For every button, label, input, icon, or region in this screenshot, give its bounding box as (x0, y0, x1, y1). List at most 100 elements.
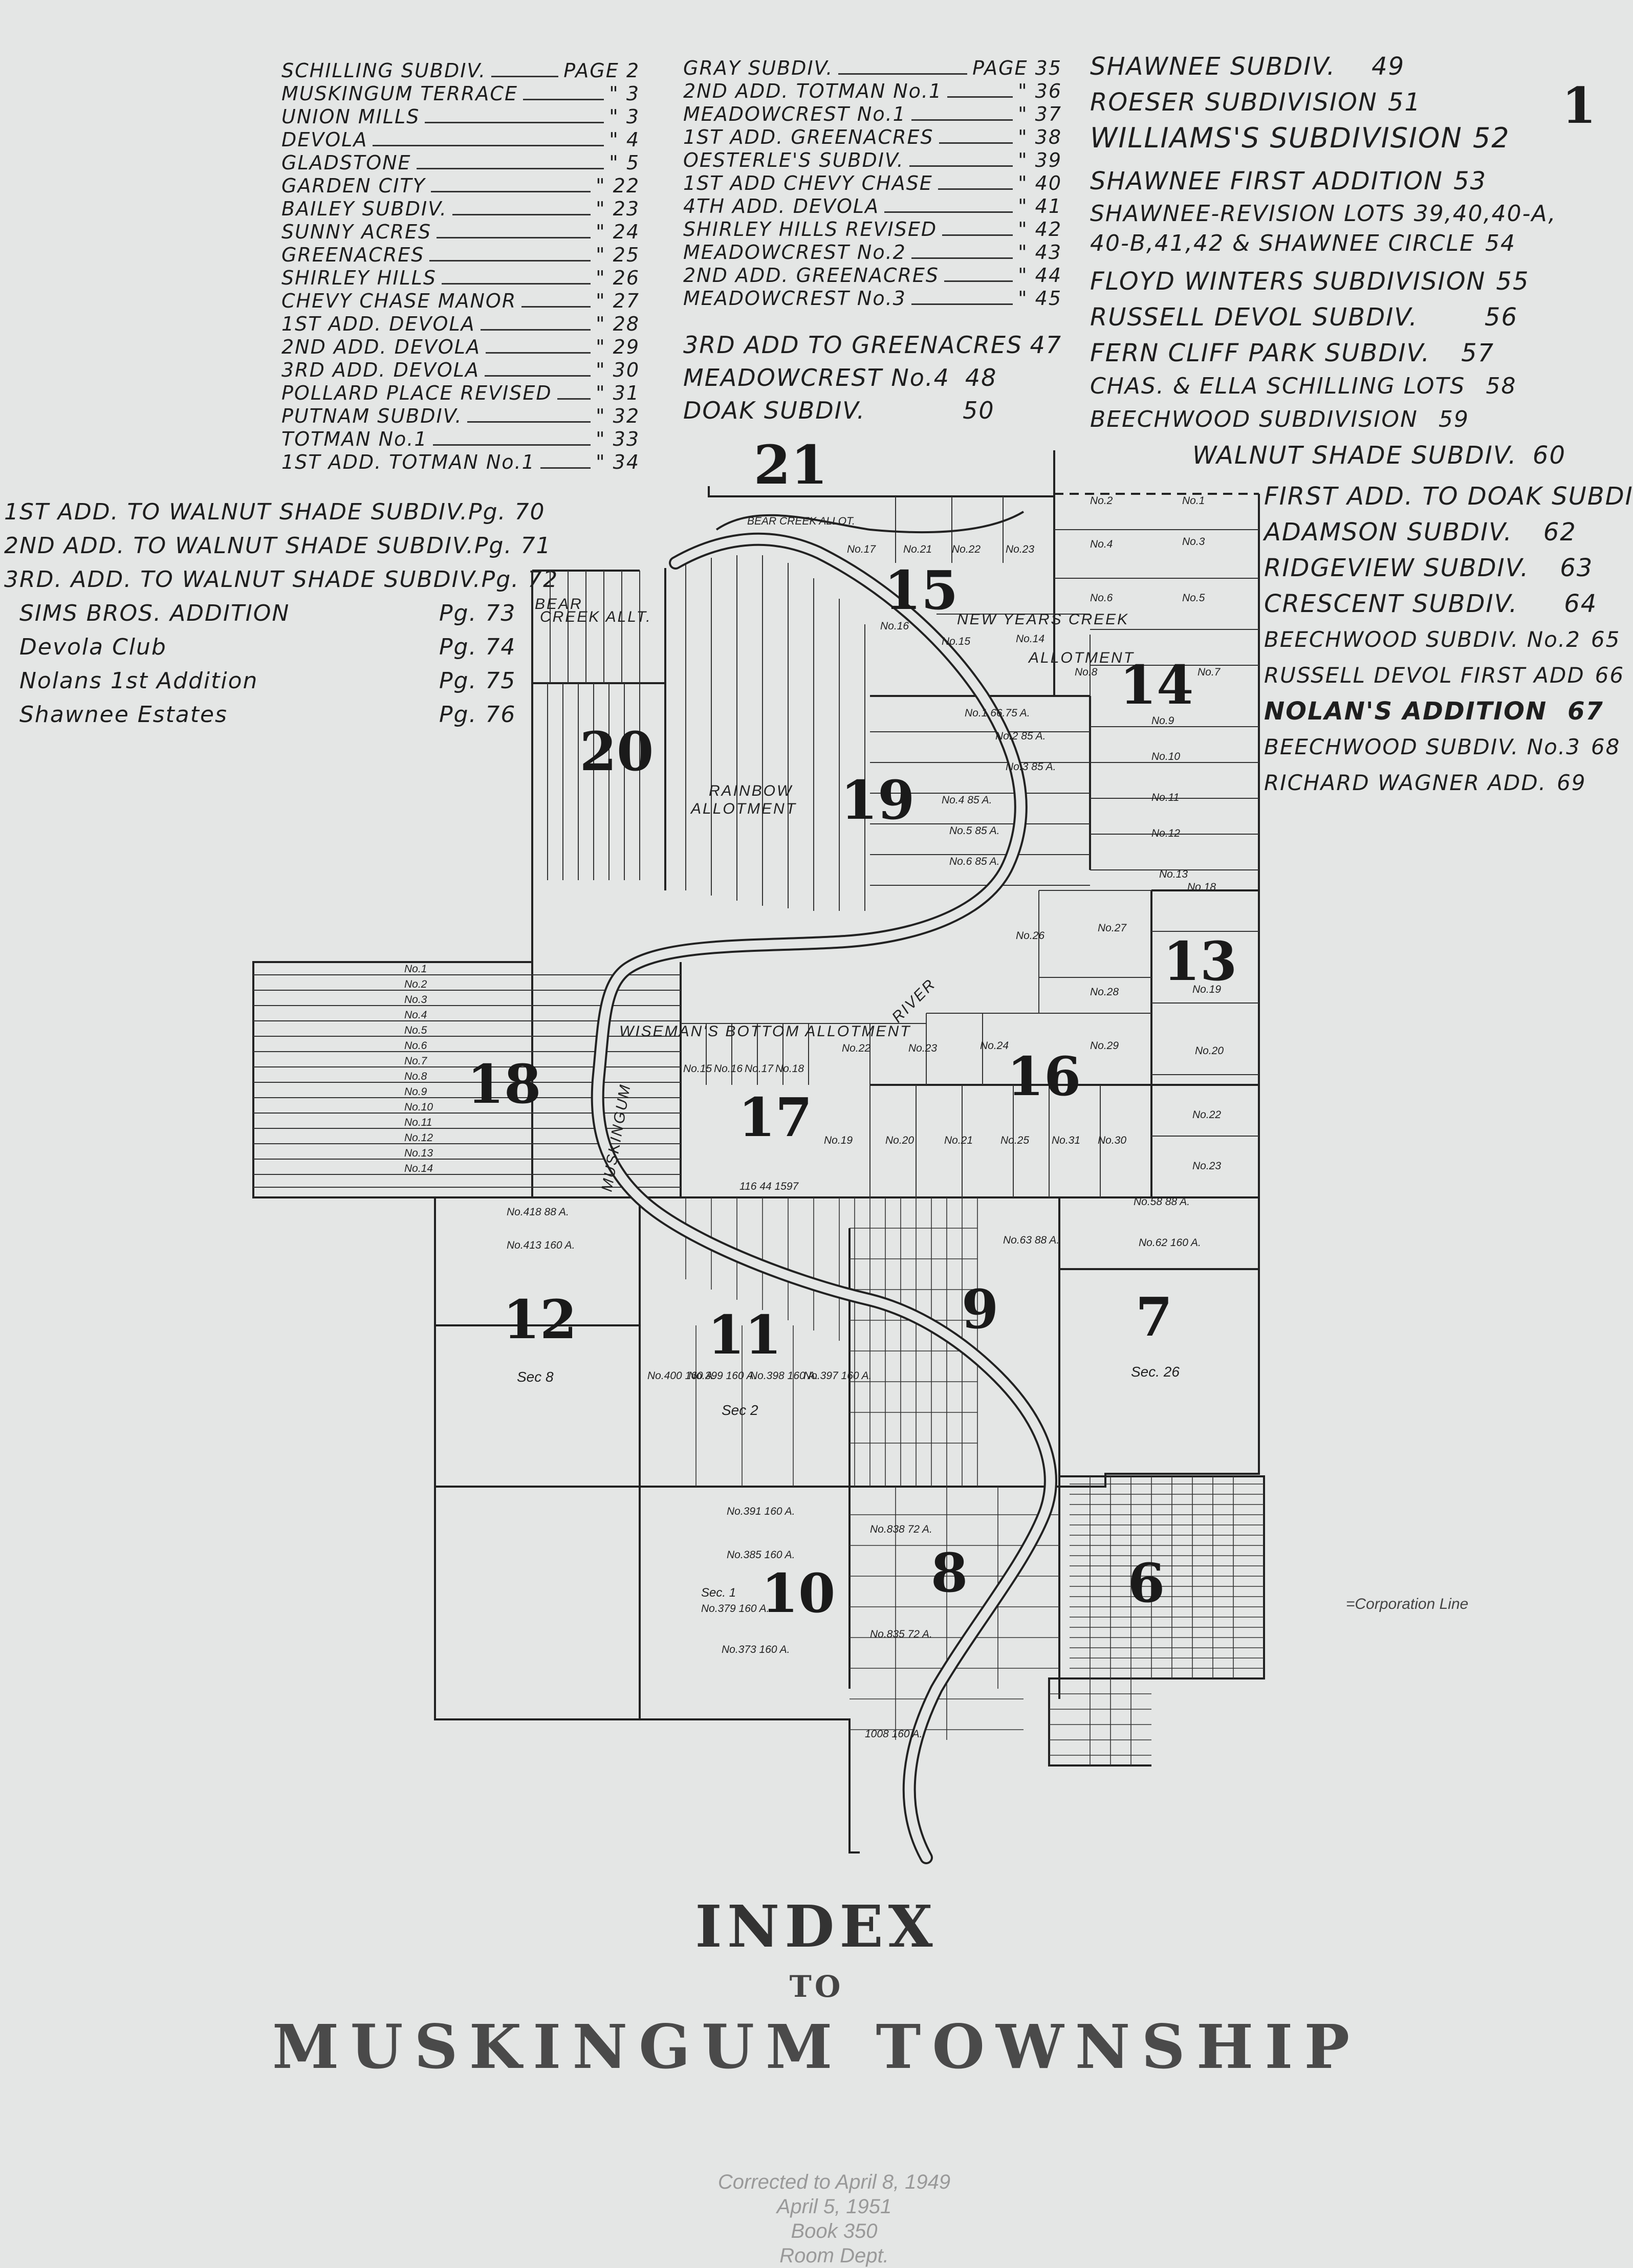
entry-page: " 23 (596, 198, 640, 220)
section-numbers: 21 15 14 20 19 13 18 17 16 12 11 9 7 10 … (467, 433, 1237, 1625)
index-entry: BAILEY SUBDIV." 23 (281, 198, 640, 222)
lot-label: No.13 (404, 1147, 433, 1159)
entry-name: WILLIAMS'S SUBDIVISION (1090, 122, 1463, 154)
lot-label: No.391 160 A. (727, 1506, 795, 1517)
entry-page: 63 (1560, 554, 1594, 582)
entry-page: " 28 (596, 313, 640, 335)
lot-label: No.12 (404, 1132, 433, 1144)
index-entry: GREENACRES" 25 (281, 244, 640, 268)
allotment-label: BEAR CREEK ALLOT. (747, 515, 855, 527)
section-number: 20 (580, 720, 654, 783)
lot-label: No.373 160 A. (722, 1644, 790, 1655)
section-20-lots (547, 555, 865, 911)
entry-page: 55 (1496, 267, 1530, 296)
index-entry: MEADOWCREST No.3" 45 (683, 288, 1062, 311)
lot-label: No.21 (944, 1135, 973, 1146)
entry-name: GLADSTONE (281, 151, 411, 174)
lot-label: No.3 (404, 994, 427, 1006)
entry-page: 59 (1438, 406, 1469, 432)
entry-page: 48 (965, 364, 997, 391)
entry-page: " 3 (609, 105, 640, 128)
entry-name: MUSKINGUM TERRACE (281, 82, 518, 105)
entry-name: 2ND ADD. TO WALNUT SHADE SUBDIV. (4, 533, 475, 559)
index-entry: MEADOWCREST No.1" 37 (683, 103, 1062, 127)
lot-label: No.6 85 A. (949, 856, 999, 867)
lot-label: No.30 (1098, 1135, 1126, 1146)
lot-label: No.7 (404, 1055, 428, 1067)
entry-name: Shawnee Estates (19, 702, 228, 728)
entry-name: SUNNY ACRES (281, 221, 432, 243)
entry-page: 62 (1543, 518, 1577, 547)
lot-label: No.6 (404, 1040, 427, 1052)
entry-page: 49 (1371, 52, 1405, 81)
lot-label: No.20 (885, 1135, 914, 1146)
lot-label: No.58 88 A. (1134, 1196, 1190, 1208)
index-entry: 1ST ADD CHEVY CHASE" 40 (683, 172, 1062, 196)
entry-page: Pg. 76 (439, 702, 516, 728)
section-number: 11 (708, 1303, 782, 1366)
index-entry: MUSKINGUM TERRACE" 3 (281, 83, 640, 106)
section-number: 17 (738, 1086, 813, 1149)
lot-label: No.16 (880, 620, 909, 632)
allotment-label: RAINBOW (709, 782, 793, 799)
index-entry: FERN CLIFF PARK SUBDIV.57 (1090, 335, 1566, 371)
lot-label: No.3 85 A. (1006, 761, 1056, 773)
entry-page: " 29 (596, 336, 640, 358)
lot-label: No.62 160 A. (1139, 1237, 1201, 1249)
entry-page: " 42 (1018, 218, 1062, 241)
lot-label: No.1 66.75 A. (965, 707, 1030, 719)
allotment-label: BEAR (535, 596, 583, 613)
entry-page: " 4 (609, 128, 640, 151)
section-number: 8 (931, 1541, 968, 1604)
lot-label: No.18 (775, 1063, 804, 1075)
entry-name: 1ST ADD. TOTMAN No.1 (281, 451, 535, 473)
lot-label: No.19 (1192, 984, 1221, 995)
sec-label: Sec 8 (517, 1369, 554, 1385)
entry-name: PUTNAM SUBDIV. (281, 405, 463, 427)
entry-page: PAGE 2 (563, 59, 640, 82)
entry-page: " 36 (1018, 80, 1062, 102)
entry-page: " 26 (596, 267, 640, 289)
section-number: 6 (1128, 1552, 1165, 1615)
lot-label: No.398 160 A. (750, 1370, 818, 1382)
entry-page: 56 (1484, 303, 1518, 332)
lot-label: 1008 160 A. (865, 1728, 923, 1740)
lot-label: No.11 (1151, 792, 1179, 803)
index-entry: PUTNAM SUBDIV. " 32 (281, 405, 640, 429)
entry-page: " 32 (596, 405, 640, 427)
entry-name: SHAWNEE SUBDIV. (1090, 52, 1336, 81)
entry-page: Pg. 71 (474, 533, 552, 559)
entry-name: DOAK SUBDIV. (683, 397, 866, 424)
section-number: 19 (841, 769, 915, 832)
index-entry: CRESCENT SUBDIV.64 (1264, 586, 1627, 622)
lot-label: No.23 (1006, 543, 1034, 555)
lot-label: No.4 (404, 1009, 427, 1021)
index-entry: GRAY SUBDIV.PAGE 35 (683, 57, 1062, 81)
lot-label: No.22 (952, 543, 981, 555)
index-entry: DEVOLA" 4 (281, 129, 640, 152)
lot-labels: No.2 No.1 No.4 No.3 No.17 No.21 No.22 No… (404, 495, 1224, 1740)
entry-name: 1ST ADD. TO WALNUT SHADE SUBDIV. (4, 499, 469, 525)
entry-name: BEECHWOOD SUBDIVISION (1090, 406, 1418, 432)
sec-labels: Sec 8 Sec 2 Sec. 26 Sec. 1 (517, 1364, 1180, 1600)
entry-page: Pg. 74 (439, 634, 516, 660)
lot-label: No.385 160 A. (727, 1549, 795, 1561)
lot-label: No.63 88 A. (1003, 1234, 1059, 1246)
index-entry: SUNNY ACRES" 24 (281, 221, 640, 245)
section-number: 15 (884, 559, 959, 622)
stamp-line: Corrected to April 8, 1949 (717, 2171, 951, 2193)
entry-name: NOLAN'S ADDITION (1264, 697, 1548, 726)
entry-name: 1ST ADD. GREENACRES (683, 126, 934, 148)
entry-page: 68 (1591, 734, 1621, 759)
lot-label: No.4 85 A. (942, 794, 992, 806)
index-entry: 2ND ADD. TO WALNUT SHADE SUBDIV.Pg. 71 (4, 529, 550, 563)
allotment-label: NEW YEARS CREEK (957, 611, 1129, 628)
entry-page: " 30 (596, 359, 640, 381)
lot-label: No.5 (1182, 592, 1205, 604)
lot-label: No.1 (404, 963, 427, 975)
lot-label: No.17 (847, 543, 876, 555)
